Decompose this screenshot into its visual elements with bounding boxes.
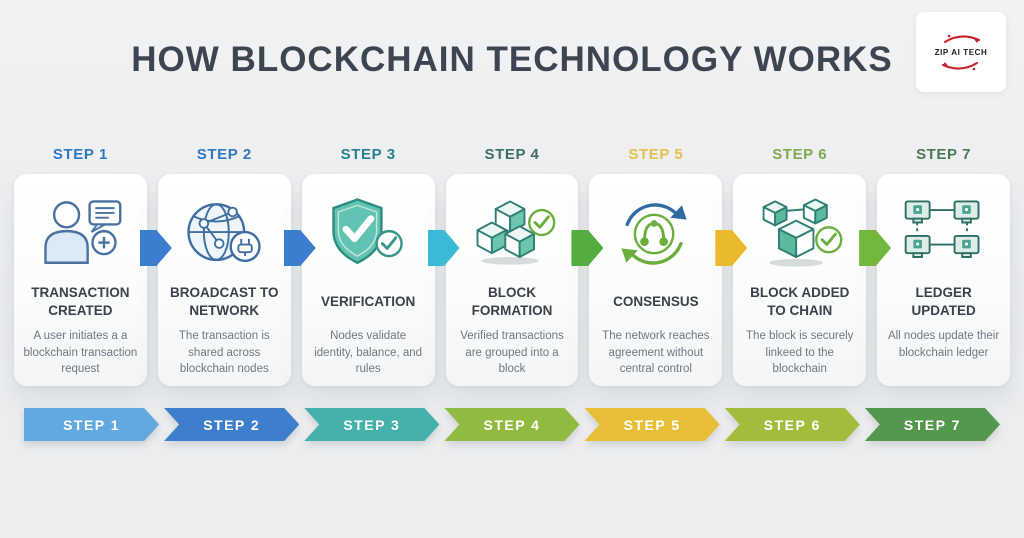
progress-step-6: STEP 6 xyxy=(725,408,860,441)
progress-step-2-label: STEP 2 xyxy=(203,416,261,433)
step-card-1: TRANSACTION CREATED A user initiates a a… xyxy=(14,174,172,386)
brand-logo: ZIP AI TECH xyxy=(916,12,1006,92)
progress-step-6-label: STEP 6 xyxy=(763,416,821,433)
step-label-4: STEP 4 xyxy=(484,146,540,163)
progress-step-7: STEP 7 xyxy=(865,408,1000,441)
logo-swoosh-icon xyxy=(941,34,981,71)
progress-step-5-label: STEP 5 xyxy=(623,416,681,433)
consensus-cycle-icon xyxy=(596,188,715,280)
brand-logo-mark: ZIP AI TECH xyxy=(923,27,999,77)
step-label-7: STEP 7 xyxy=(916,146,972,163)
progress-step-4: STEP 4 xyxy=(444,408,579,441)
progress-step-4-label: STEP 4 xyxy=(483,416,541,433)
step-label-1: STEP 1 xyxy=(52,146,108,163)
step-column-3: STEP 3 VERIFICATION Nodes validate ident… xyxy=(301,146,460,386)
step-card-7: LEDGER UPDATED All nodes update their bl… xyxy=(877,174,1011,386)
step-title-1: TRANSACTION CREATED xyxy=(31,285,130,318)
step-description-5: The network reaches agreement without ce… xyxy=(602,330,710,376)
step-title-2: BROADCAST TO NETWORK xyxy=(170,285,279,318)
block-cubes-icon xyxy=(453,188,572,280)
shield-check-icon xyxy=(309,188,428,280)
step-title-6: BLOCK ADDED TO CHAIN xyxy=(750,285,850,318)
page-title: HOW BLOCKCHAIN TECHNOLOGY WORKS xyxy=(131,40,893,79)
step-column-2: STEP 2 xyxy=(157,146,316,386)
progress-bar: STEP 1 STEP 2 STEP 3 STEP 4 STEP 5 STEP … xyxy=(24,408,1000,441)
step-column-7: STEP 7 xyxy=(877,146,1011,386)
progress-step-2: STEP 2 xyxy=(164,408,299,441)
step-label-2: STEP 2 xyxy=(196,146,252,163)
progress-step-1: STEP 1 xyxy=(24,408,159,441)
step-card-4: BLOCK FORMATION Verified transactions ar… xyxy=(445,174,604,386)
step-label-3: STEP 3 xyxy=(340,146,396,163)
steps-row: STEP 1 TRANSACTION CREATED A user initia… xyxy=(14,146,1011,386)
progress-step-7-label: STEP 7 xyxy=(903,416,961,433)
step-description-7: All nodes update their blockchain ledger xyxy=(887,330,1000,359)
globe-network-icon xyxy=(165,188,284,280)
step-label-5: STEP 5 xyxy=(628,146,684,163)
progress-step-5: STEP 5 xyxy=(585,408,720,441)
person-transaction-icon xyxy=(21,188,140,280)
step-card-6: BLOCK ADDED TO CHAIN The block is secure… xyxy=(733,174,892,386)
step-description-4: Verified transactions are grouped into a… xyxy=(460,330,564,376)
step-card-3: VERIFICATION Nodes validate identity, ba… xyxy=(301,174,460,386)
step-title-5: CONSENSUS xyxy=(613,294,699,310)
step-description-1: A user initiates a a blockchain transact… xyxy=(23,330,138,376)
step-column-5: STEP 5 CONSENSUS The network reaches agr… xyxy=(589,146,748,386)
step-title-3: VERIFICATION xyxy=(321,294,416,310)
step-column-6: STEP 6 xyxy=(733,146,892,386)
brand-logo-text: ZIP AI TECH xyxy=(934,48,988,57)
chained-cubes-icon xyxy=(740,188,859,280)
progress-step-3: STEP 3 xyxy=(304,408,439,441)
step-label-6: STEP 6 xyxy=(772,146,828,163)
step-title-7: LEDGER UPDATED xyxy=(911,285,976,318)
step-column-1: STEP 1 TRANSACTION CREATED A user initia… xyxy=(14,146,172,386)
progress-step-1-label: STEP 1 xyxy=(63,416,121,433)
step-description-6: The block is securely linkeed to the blo… xyxy=(746,330,854,376)
progress-step-3-label: STEP 3 xyxy=(343,416,401,433)
step-card-2: BROADCAST TO NETWORK The transaction is … xyxy=(157,174,316,386)
step-card-5: CONSENSUS The network reaches agreement … xyxy=(589,174,748,386)
ledger-network-icon xyxy=(884,188,1003,280)
step-description-3: Nodes validate identity, balance, and ru… xyxy=(314,330,423,376)
step-column-4: STEP 4 xyxy=(445,146,604,386)
step-title-4: BLOCK FORMATION xyxy=(471,285,553,318)
step-description-2: The transaction is shared across blockch… xyxy=(178,330,270,376)
